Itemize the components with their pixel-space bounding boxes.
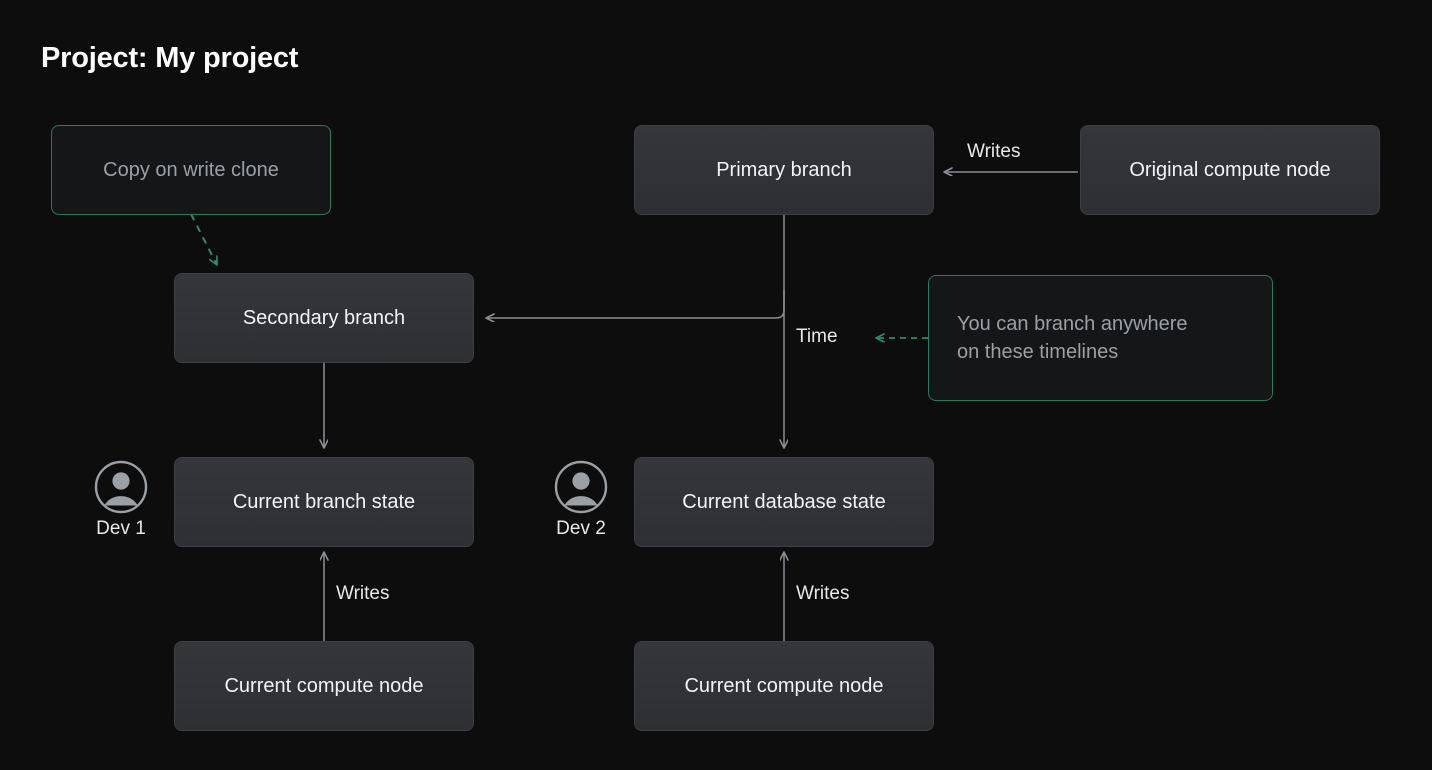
- actor-label: Dev 1: [96, 518, 146, 539]
- node-original-compute-node[interactable]: Original compute node: [1080, 125, 1380, 215]
- actor-label: Dev 2: [556, 518, 606, 539]
- edge-clone-to-secondary: [190, 213, 218, 265]
- node-current-branch-state[interactable]: Current branch state: [174, 457, 474, 547]
- node-label: Current compute node: [684, 675, 884, 697]
- node-branch-note: You can branch anywhere on these timelin…: [928, 275, 1273, 401]
- branch-note-text: You can branch anywhere on these timelin…: [957, 310, 1188, 367]
- node-label: Secondary branch: [242, 307, 406, 329]
- edge-timeline-to-secondary: [486, 290, 785, 318]
- edge-label-writes-right: Writes: [796, 583, 850, 604]
- user-avatar-icon: [554, 460, 608, 514]
- page-title: Project: My project: [41, 42, 299, 74]
- node-current-compute-node-left[interactable]: Current compute node: [174, 641, 474, 731]
- node-secondary-branch[interactable]: Secondary branch: [174, 273, 474, 363]
- node-label: Copy on write clone: [103, 159, 279, 181]
- user-avatar-icon: [94, 460, 148, 514]
- node-label: Original compute node: [1129, 159, 1331, 181]
- actor-dev-1: Dev 1: [94, 460, 148, 540]
- branch-note-line-1: You can branch anywhere: [957, 312, 1188, 335]
- node-copy-on-write-clone[interactable]: Copy on write clone: [51, 125, 331, 215]
- edge-label-writes-top: Writes: [967, 141, 1021, 162]
- node-label: Primary branch: [716, 159, 852, 181]
- edge-label-time: Time: [796, 326, 838, 347]
- node-current-database-state[interactable]: Current database state: [634, 457, 934, 547]
- edge-label-writes-left: Writes: [336, 583, 390, 604]
- node-label: Current branch state: [232, 491, 416, 513]
- node-label: Current database state: [682, 491, 886, 513]
- node-current-compute-node-right[interactable]: Current compute node: [634, 641, 934, 731]
- node-primary-branch[interactable]: Primary branch: [634, 125, 934, 215]
- actor-dev-2: Dev 2: [554, 460, 608, 540]
- node-label: Current compute node: [224, 675, 424, 697]
- branch-note-line-2: on these timelines: [957, 341, 1119, 363]
